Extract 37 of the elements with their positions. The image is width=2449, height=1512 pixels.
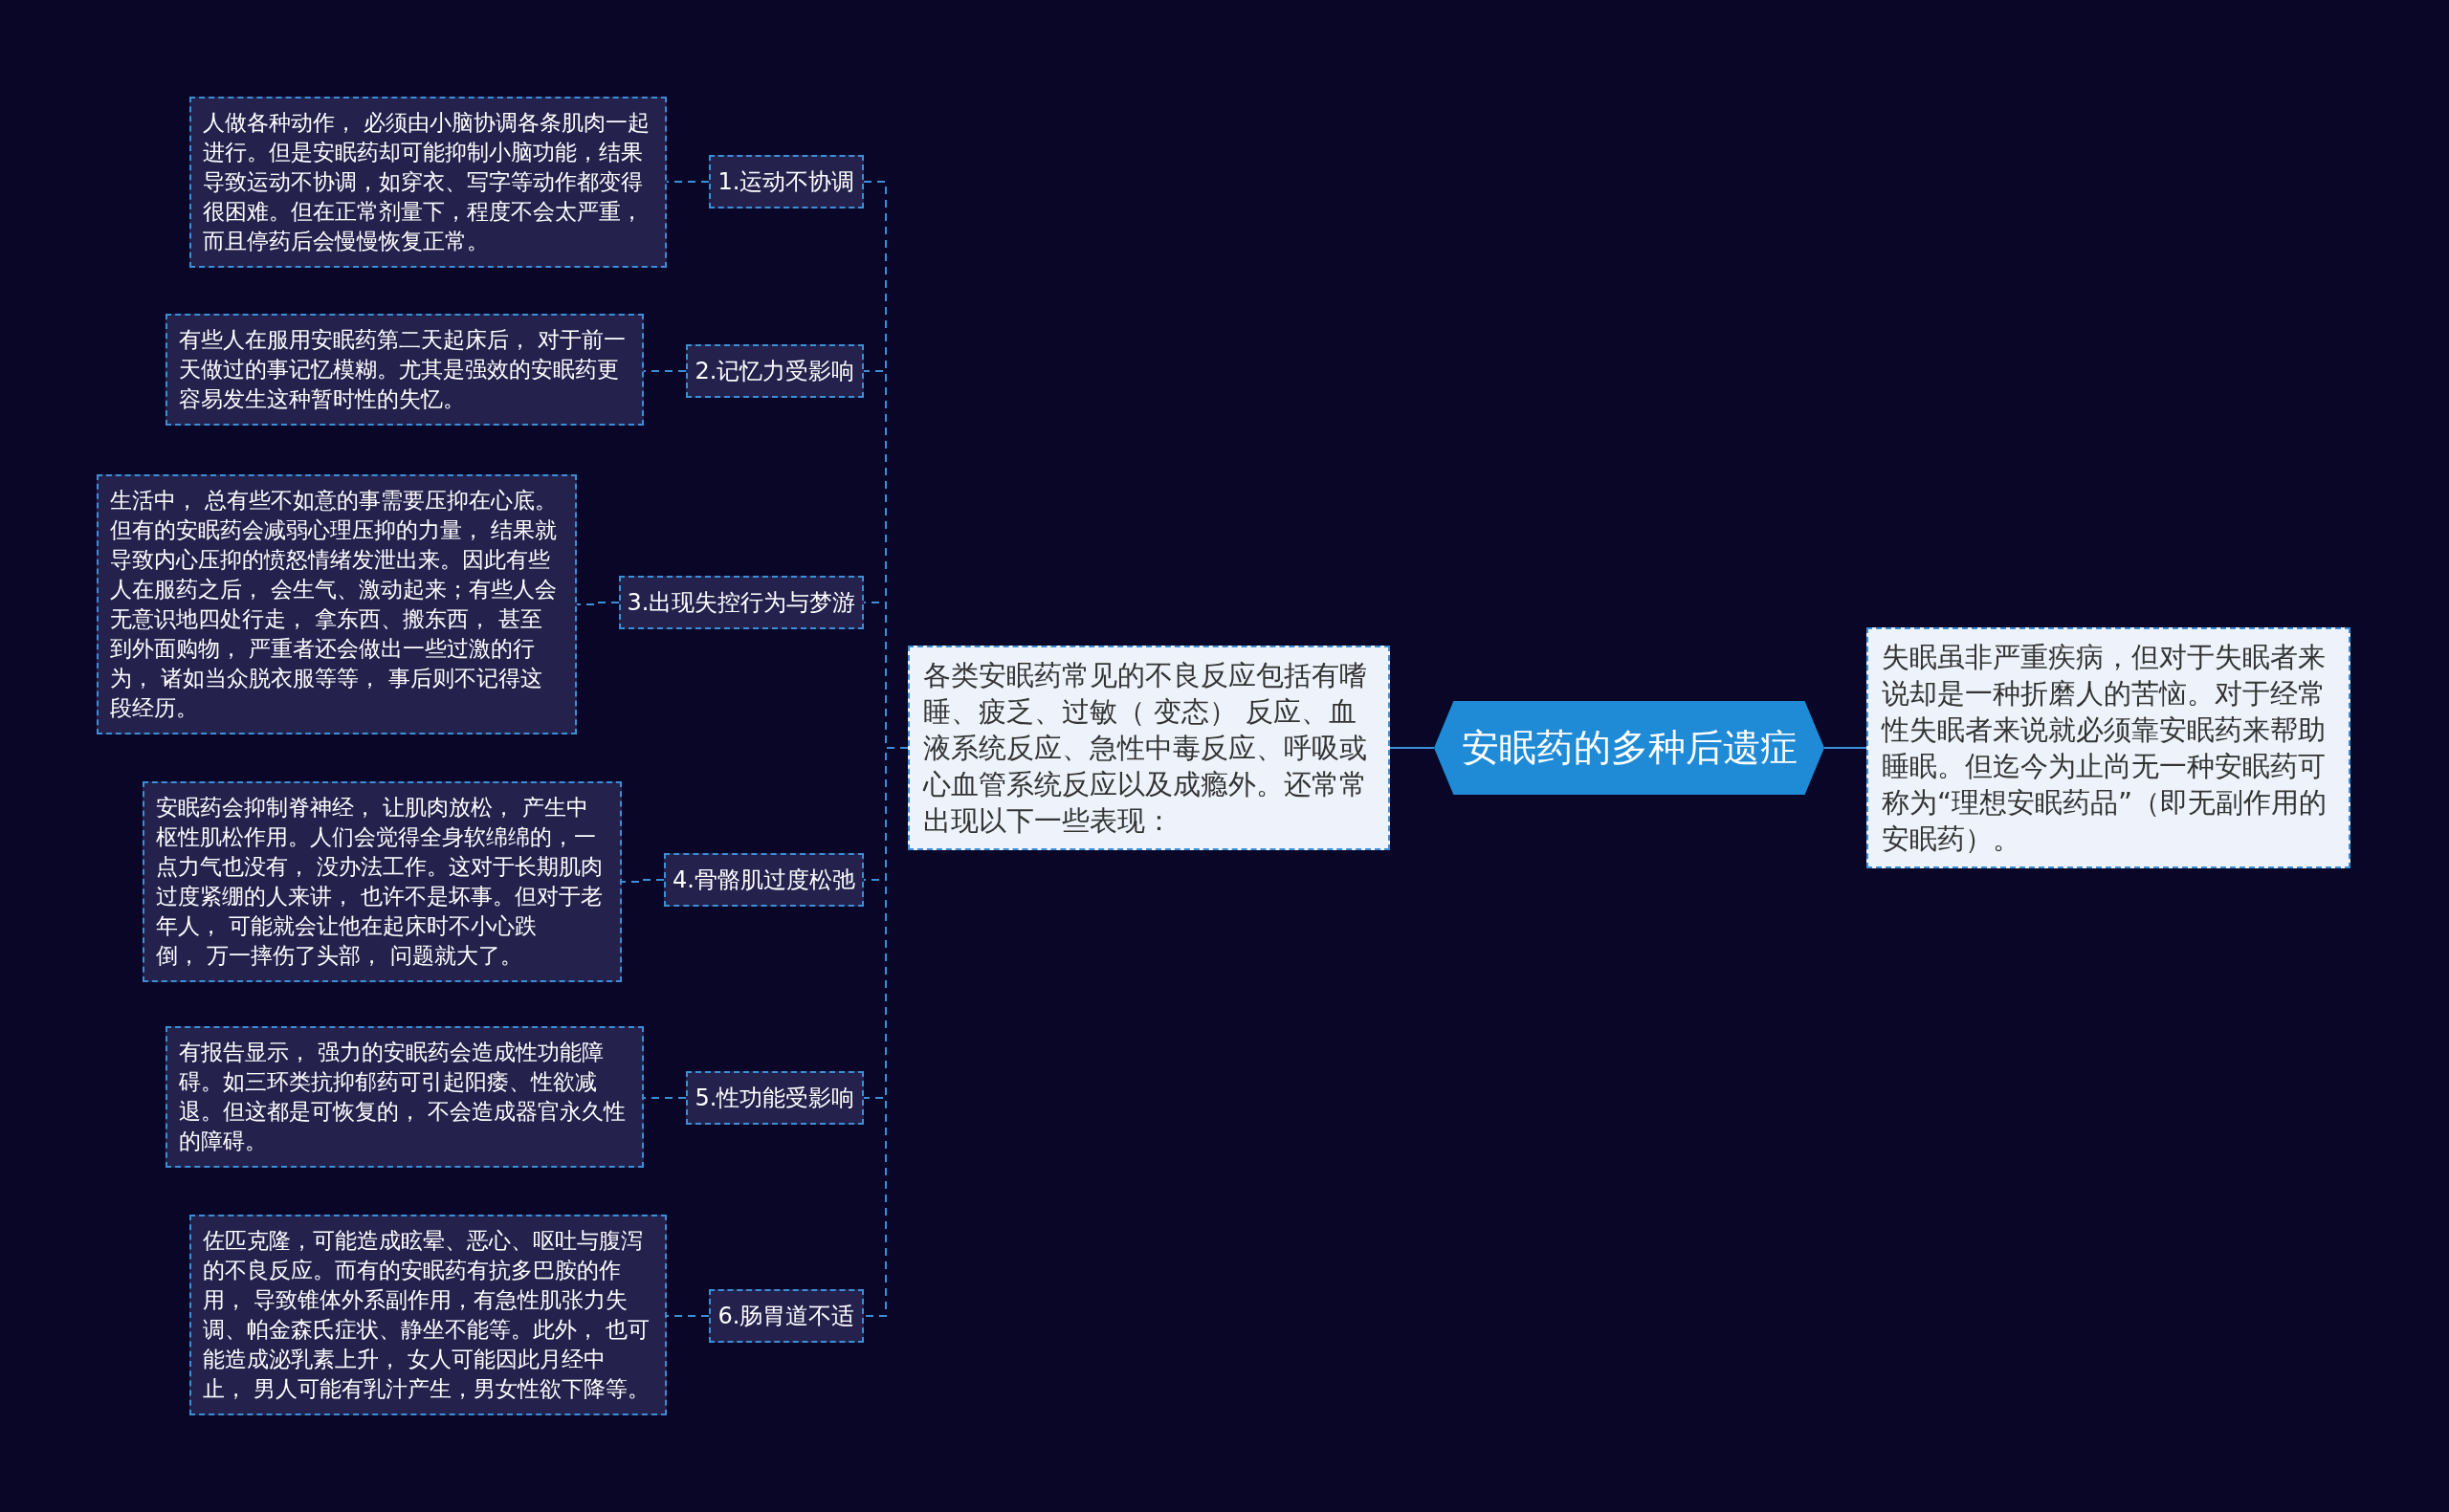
connector-line (666, 1315, 710, 1317)
category-box (619, 576, 864, 629)
connector-line (643, 370, 687, 372)
category-box (686, 1071, 864, 1125)
connector-line (621, 879, 665, 883)
connector-line (1389, 747, 1435, 749)
category-label: 1.运动不协调 (717, 167, 855, 197)
detail-text: 有报告显示， 强力的安眠药会造成性功能障碍。如三环类抗抑郁药可引起阳痿、性欲减退。但这都是可恢复的， 不会造成器官永久性的障碍。 (179, 1039, 628, 1155)
connector-line (643, 1097, 687, 1099)
category-label: 6.肠胃道不适 (717, 1302, 855, 1331)
summary-card (1866, 627, 2350, 868)
summary-text: 各类安眠药常见的不良反应包括有嗜睡、疲乏、过敏（ 变态） 反应、血液系统反应、急性中毒反应、呼吸或心血管系统反应以及成瘾外。还常常出现以下一些表现： (923, 658, 1368, 839)
category-box (664, 853, 864, 907)
category-label: 2.记忆力受影响 (695, 357, 855, 386)
category-label: 5.性功能受影响 (695, 1084, 855, 1113)
category-box (709, 155, 864, 208)
category-label: 4.骨骼肌过度松弛 (673, 866, 855, 895)
connector-line (576, 602, 620, 605)
detail-card (189, 1215, 667, 1415)
connector-line (1823, 747, 1867, 749)
detail-text: 佐匹克隆，可能造成眩晕、恶心、呕吐与腹泻的不良反应。而有的安眠药有抗多巴胺的作用， 导致锥体外系副作用，有急性肌张力失调、帕金森氏症状、静坐不能等。此外， 也可能造成泌乳素上升， 女人可能因此月经中止， 男人可能有乳汁产生，男女性欲下降等。 (203, 1227, 651, 1403)
detail-text: 人做各种动作， 必须由小脑协调各条肌肉一起进行。但是安眠药却可能抑制小脑功能，结果导致运动不协调，如穿衣、写字等动作都变得很困难。但在正常剂量下，程度不会太严重，而且停药后会慢慢恢复正常。 (203, 109, 651, 255)
connector-line (666, 181, 710, 183)
category-label: 3.出现失控行为与梦游 (627, 588, 856, 618)
detail-text: 安眠药会抑制脊神经， 让肌肉放松， 产生中枢性肌松作用。人们会觉得全身软绵绵的，一点力气也没有， 没办法工作。这对于长期肌肉过度紧绷的人来讲， 也许不是坏事。但对于老年人， 可能就会让他在起床时不小心跌倒， 万一摔伤了头部， 问题就大了。 (156, 794, 605, 970)
category-box (709, 1289, 864, 1343)
topic-title: 安眠药的多种后遗症 (1461, 724, 1798, 771)
detail-card (143, 781, 622, 982)
detail-text: 生活中， 总有些不如意的事需要压抑在心底。但有的安眠药会减弱心理压抑的力量， 结果就导致内心压抑的愤怒情绪发泄出来。因此有些人在服药之后， 会生气、激动起来；有些人会无意识地四处行走， 拿东西、搬东西， 甚至到外面购物， 严重者还会做出一些过激的行为， 诸如当众脱衣服等等， 事后则不记得这段经历。 (110, 487, 559, 722)
category-box (686, 344, 864, 398)
detail-card (97, 474, 577, 734)
detail-card (165, 1026, 644, 1168)
summary-card (908, 646, 1390, 850)
detail-card (189, 97, 667, 268)
summary-text: 失眠虽非严重疾病，但对于失眠者来说却是一种折磨人的苦恼。对于经常性失眠者来说就必须靠安眠药来帮助睡眠。但迄今为止尚无一种安眠药可称为“理想安眠药品”（即无副作用的安眠药）。 (1882, 640, 2328, 857)
detail-text: 有些人在服用安眠药第二天起床后， 对于前一天做过的事记忆模糊。尤其是强效的安眠药更容易发生这种暂时性的失忆。 (179, 326, 628, 413)
detail-card (165, 314, 644, 426)
